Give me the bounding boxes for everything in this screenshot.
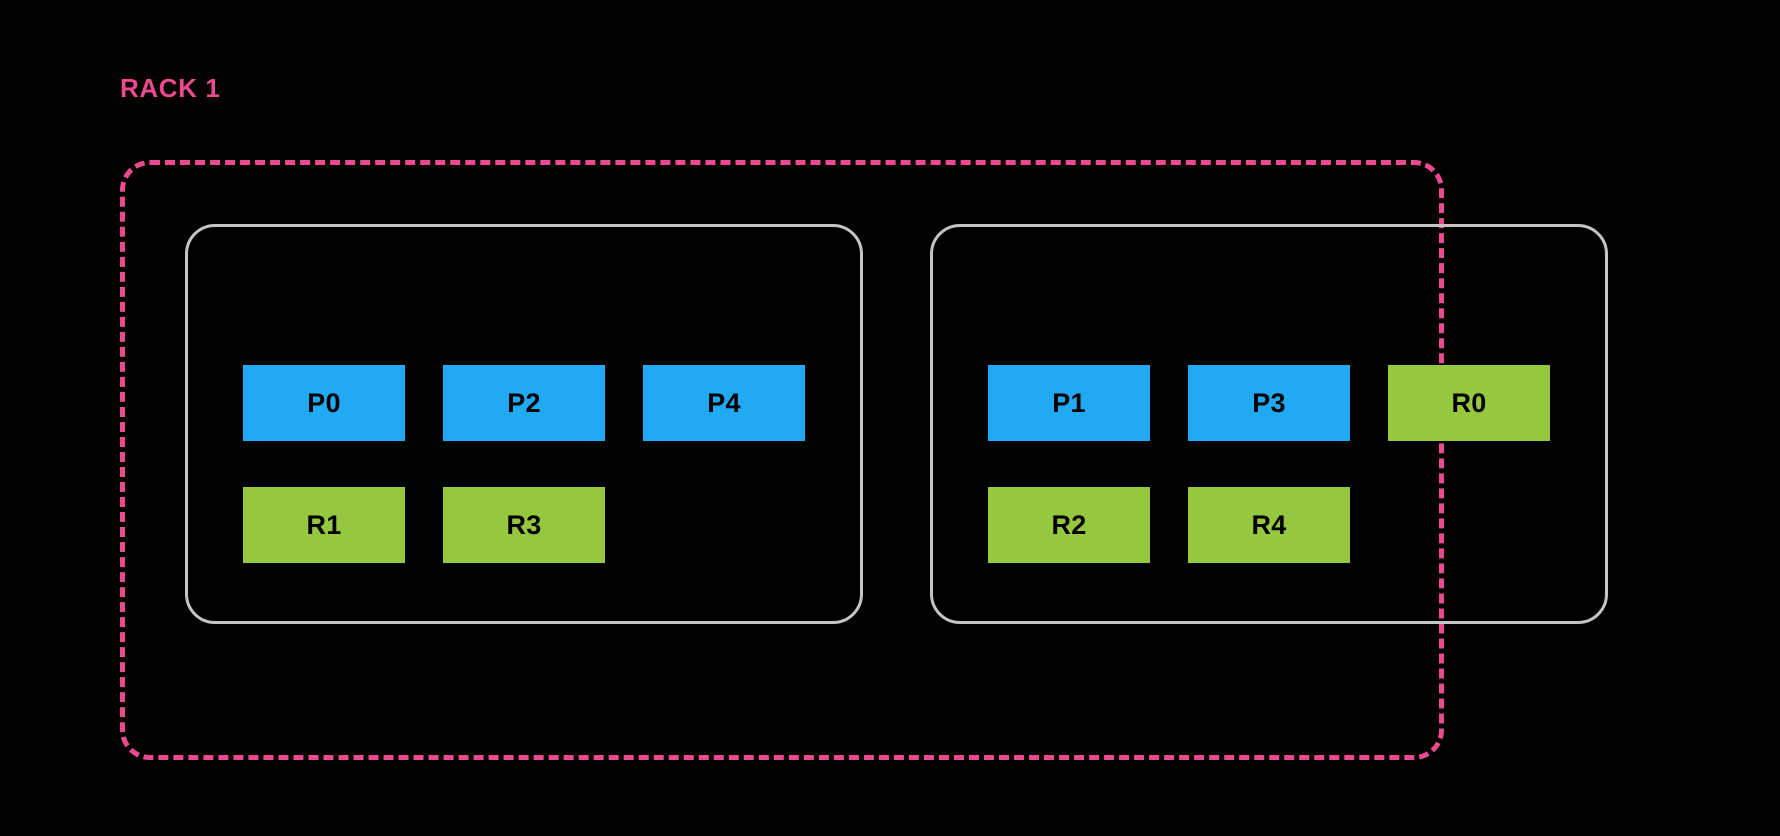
shard-box-r1[interactable]: R1 [243, 487, 405, 563]
shard-box-r4[interactable]: R4 [1188, 487, 1350, 563]
shard-label: R4 [1251, 509, 1287, 540]
shard-box-p1[interactable]: P1 [988, 365, 1150, 441]
shard-slot-empty [643, 487, 805, 563]
shard-box-r0[interactable]: R0 [1388, 365, 1550, 441]
shard-label: P4 [707, 387, 741, 418]
shard-box-r3[interactable]: R3 [443, 487, 605, 563]
shard-label: R0 [1451, 387, 1487, 418]
shard-box-p0[interactable]: P0 [243, 365, 405, 441]
shard-label: P2 [507, 387, 541, 418]
shard-label: R1 [306, 509, 342, 540]
shard-label: P1 [1052, 387, 1086, 418]
shard-label: R2 [1051, 509, 1087, 540]
shard-label: P3 [1252, 387, 1286, 418]
rack-boundary [120, 160, 1444, 760]
shard-label: R3 [506, 509, 542, 540]
shard-box-p4[interactable]: P4 [643, 365, 805, 441]
shard-label: P0 [307, 387, 341, 418]
shard-box-p2[interactable]: P2 [443, 365, 605, 441]
rack-label: RACK 1 [120, 73, 221, 103]
shard-box-p3[interactable]: P3 [1188, 365, 1350, 441]
shard-box-r2[interactable]: R2 [988, 487, 1150, 563]
shard-slot-empty [1388, 487, 1550, 563]
